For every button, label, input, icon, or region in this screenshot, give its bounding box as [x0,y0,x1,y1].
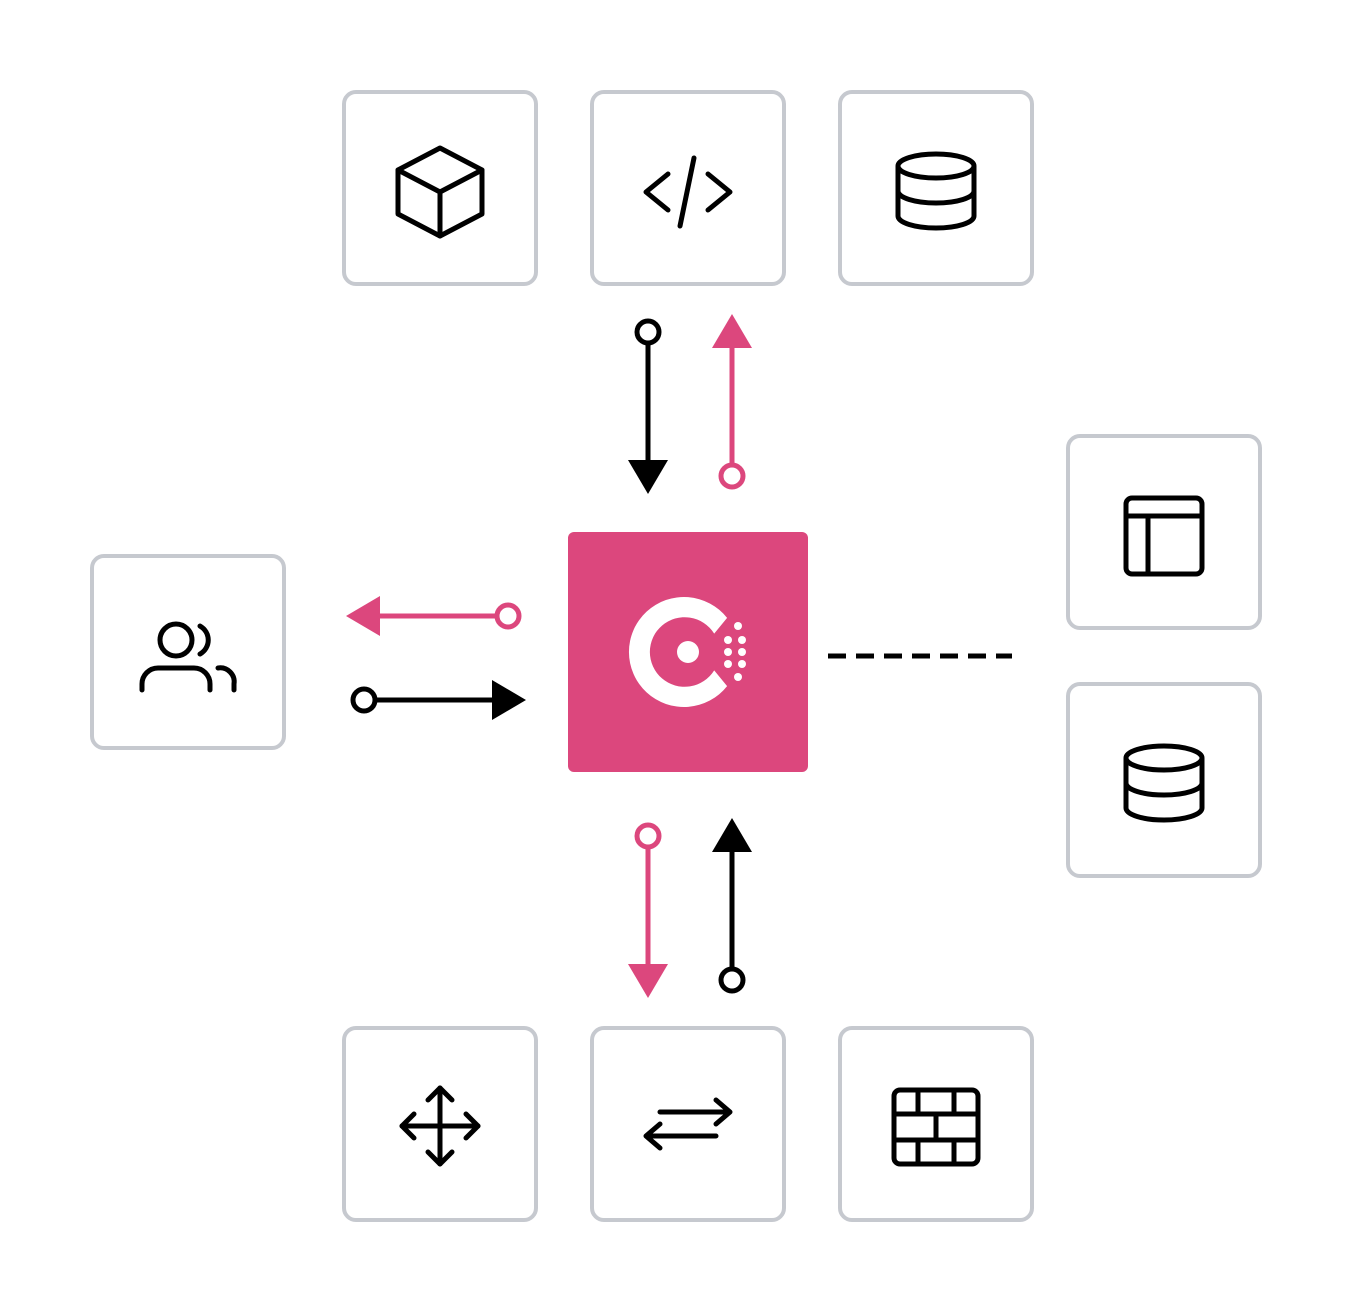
firewall-icon [891,1087,981,1167]
move-icon [399,1085,481,1167]
connection-arrow-users-to-hub [350,680,526,720]
cube-service-box [342,90,538,286]
code-icon [643,155,733,229]
users-icon [139,621,237,693]
connection-arrow-code-to-hub [628,318,668,494]
connection-arrow-exchange-to-hub [712,818,752,994]
database-icon [895,151,977,231]
database-icon [1123,743,1205,823]
consul-logo [628,597,746,708]
connection-arrow-hub-to-exchange [628,822,668,998]
connection-arrow-hub-to-code [712,314,752,490]
exchange-service-box [590,1026,786,1222]
layout-icon [1123,495,1205,577]
cube-icon [395,145,485,239]
arrows-left-right-icon [643,1097,733,1151]
database-service-box-right [1066,682,1262,878]
layout-service-box [1066,434,1262,630]
connection-arrow-hub-to-users [346,596,522,636]
database-service-box-top [838,90,1034,286]
